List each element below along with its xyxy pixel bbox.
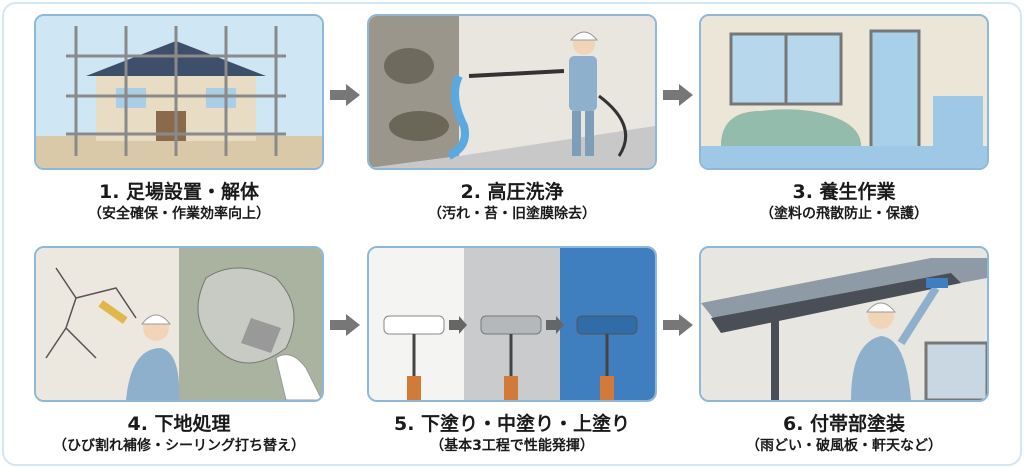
masking-illustration (699, 14, 989, 170)
step-title: 3. 養生作業 (792, 181, 896, 203)
step-5-three-coats: 5. 下塗り・中塗り・上塗り （基本3工程で性能発揮） (367, 246, 657, 456)
step-title: 6. 付帯部塗装 (782, 413, 906, 435)
pressure-washing-illustration (367, 14, 657, 170)
step-6-accessory-painting: 6. 付帯部塗装 （雨どい・破風板・軒天など） (699, 246, 989, 456)
arrow-right-icon (663, 314, 693, 336)
step-title: 2. 高圧洗浄 (460, 181, 564, 203)
step-subtitle: （汚れ・苔・旧塗膜除去） (428, 206, 596, 222)
arrow-right-icon (663, 84, 693, 106)
accessory-painting-illustration (699, 246, 989, 402)
step-title: 4. 下地処理 (127, 413, 231, 435)
step-title: 1. 足場設置・解体 (98, 181, 260, 203)
step-4-surface-prep: 4. 下地処理 （ひび割れ補修・シーリング打ち替え） (34, 246, 324, 456)
step-1-scaffolding: 1. 足場設置・解体 （安全確保・作業効率向上） (34, 14, 324, 224)
arrow-right-icon (330, 84, 360, 106)
step-2-pressure-washing: 2. 高圧洗浄 （汚れ・苔・旧塗膜除去） (367, 14, 657, 224)
step-3-masking: 3. 養生作業 （塗料の飛散防止・保護） (699, 14, 989, 224)
arrow-right-icon (330, 314, 360, 336)
scaffolding-illustration (34, 14, 324, 170)
step-subtitle: （基本3工程で性能発揮） (430, 438, 594, 454)
step-subtitle: （塗料の飛散防止・保護） (760, 206, 928, 222)
step-subtitle: （雨どい・破風板・軒天など） (746, 438, 942, 454)
step-subtitle: （安全確保・作業効率向上） (88, 206, 270, 222)
step-title: 5. 下塗り・中塗り・上塗り (393, 413, 631, 435)
surface-prep-illustration (34, 246, 324, 402)
step-subtitle: （ひび割れ補修・シーリング打ち替え） (53, 438, 305, 454)
three-coats-illustration (367, 246, 657, 402)
